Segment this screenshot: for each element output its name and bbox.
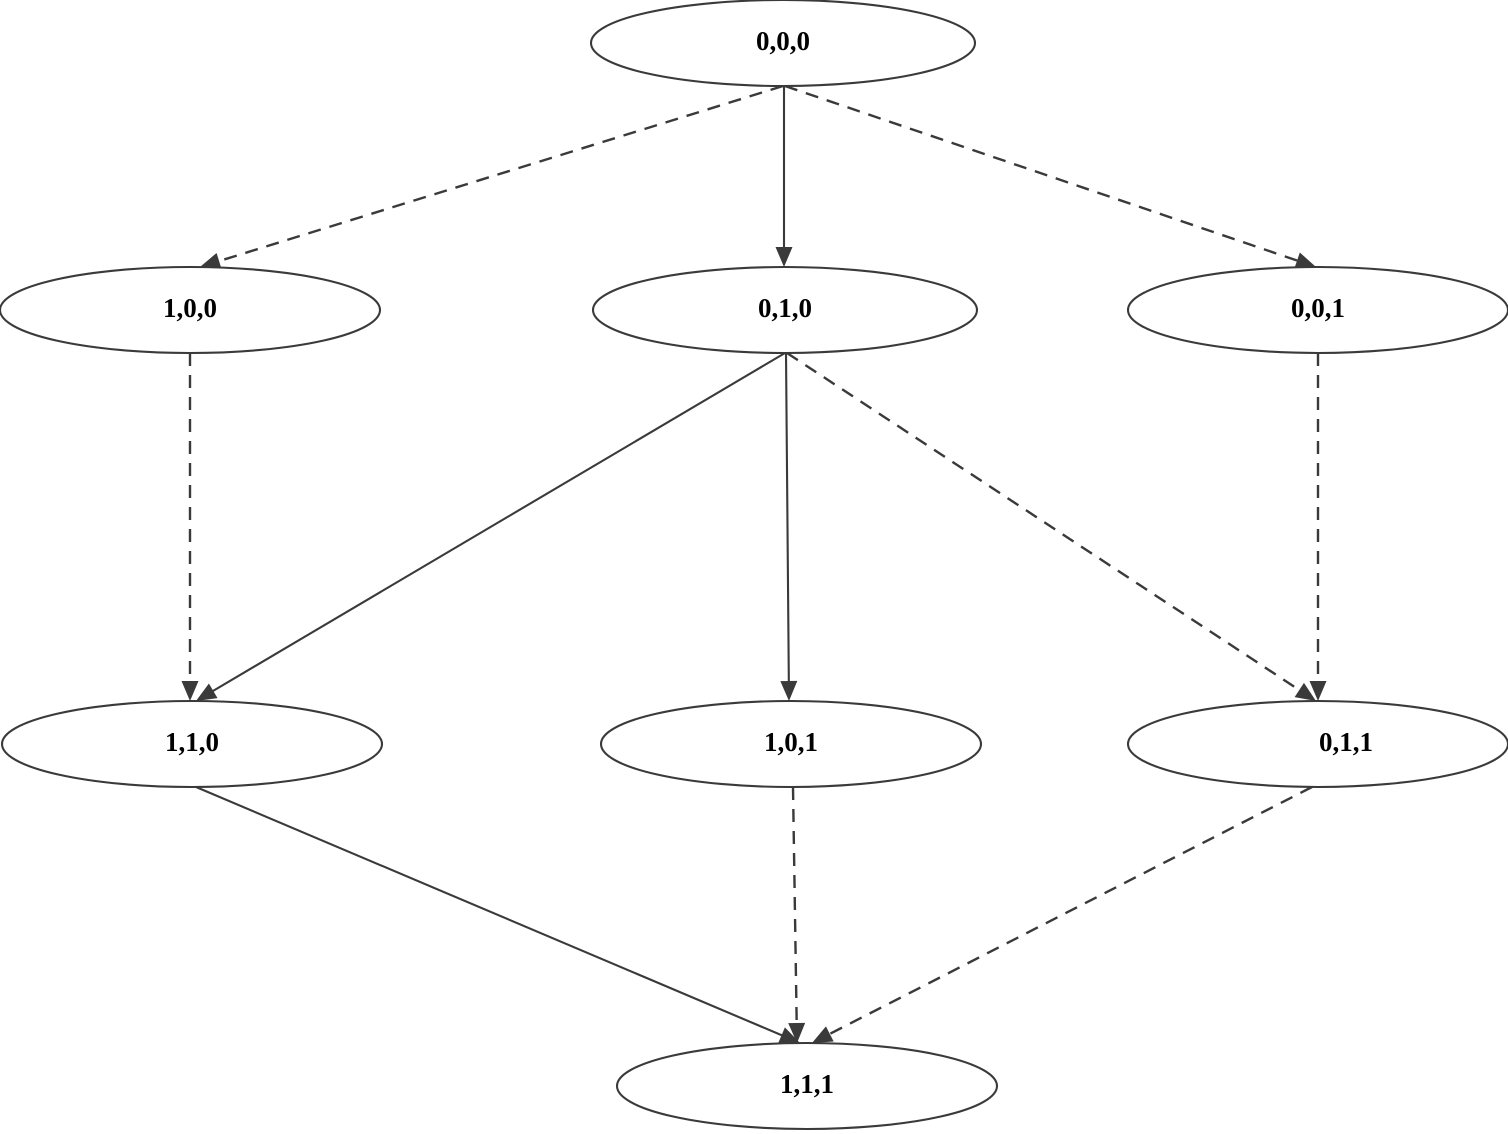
arrowhead-n000-to-n100 [200,252,222,270]
arrowhead-n100-to-n110 [181,681,199,701]
arrowhead-n011-to-n111 [812,1026,834,1043]
node-ellipse [590,0,976,88]
arrowhead-n001-to-n011 [1309,681,1327,701]
arrowhead-n110-to-n111 [778,1027,800,1044]
node-100[interactable]: 1,0,0 [0,265,381,355]
node-101[interactable]: 1,0,1 [599,699,983,789]
node-ellipse [615,1041,999,1131]
node-label: 1,0,0 [163,293,217,323]
arrowhead-n000-to-n010 [775,247,793,267]
arrowhead-n010-to-n101 [780,680,798,701]
node-ellipse [591,265,979,355]
arrowhead-n010-to-n011 [1294,682,1316,701]
node-011[interactable]: 0,1,1 [1127,699,1508,789]
node-label: 1,1,0 [165,727,219,757]
node-ellipse [1127,265,1508,355]
node-label: 0,1,1 [1319,727,1373,757]
node-110[interactable]: 1,1,0 [0,699,384,789]
arrowhead-n101-to-n111 [788,1022,806,1043]
node-111[interactable]: 1,1,1 [615,1041,999,1131]
edges-layer [181,84,1327,1044]
edge-n000-to-n100 [214,84,784,264]
edge-n000-to-n001 [784,84,1302,263]
edge-n010-to-n110 [209,352,786,694]
arrowhead-n000-to-n001 [1294,252,1316,269]
node-label: 0,0,1 [1291,293,1345,323]
arrowhead-n010-to-n110 [196,683,218,701]
node-001[interactable]: 0,0,1 [1127,265,1508,355]
node-010[interactable]: 0,1,0 [591,265,979,355]
node-ellipse [599,699,983,789]
node-ellipse [0,265,381,355]
edge-n010-to-n011 [786,351,1304,694]
node-ellipse [0,699,384,789]
edge-n101-to-n111 [791,786,798,1028]
node-000[interactable]: 0,0,0 [590,0,976,88]
node-label: 0,0,0 [756,26,810,56]
edge-n011-to-n111 [825,785,1313,1037]
node-ellipse [1127,699,1508,789]
edge-n110-to-n111 [195,786,786,1038]
node-label: 1,1,1 [780,1069,834,1099]
node-label: 1,0,1 [764,727,818,757]
edge-n010-to-n101 [784,352,790,686]
node-label: 0,1,0 [758,293,812,323]
